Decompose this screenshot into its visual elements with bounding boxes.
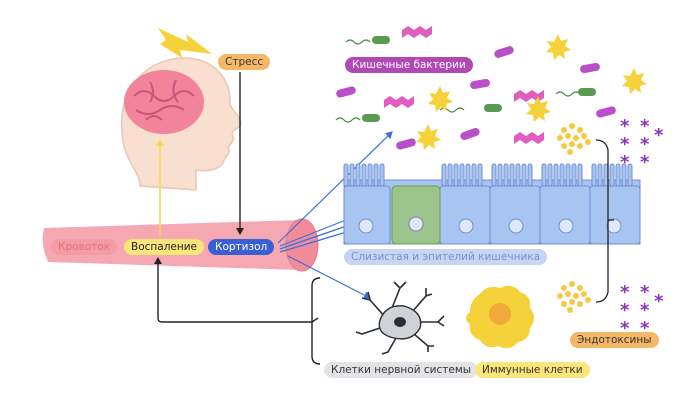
inflammation-label: Воспаление bbox=[124, 239, 205, 255]
immune-cells-label: Иммунные клетки bbox=[475, 362, 590, 378]
svg-text:*: * bbox=[640, 116, 650, 137]
svg-text:*: * bbox=[620, 318, 630, 339]
svg-text:*: * bbox=[620, 116, 630, 137]
neuron-icon bbox=[355, 281, 445, 355]
endotoxin-icon: ** *** ** ** *** ** bbox=[557, 116, 664, 339]
svg-text:*: * bbox=[640, 282, 650, 303]
svg-text:*: * bbox=[620, 134, 630, 155]
svg-text:*: * bbox=[640, 318, 650, 339]
epithelium-cells bbox=[343, 163, 641, 245]
svg-text:*: * bbox=[620, 282, 630, 303]
cortisol-label: Кортизол bbox=[208, 239, 275, 255]
mucosa-epithelium-label: Слизистая и эпителий кишечника bbox=[344, 249, 548, 265]
bacteria-purple bbox=[336, 46, 616, 150]
svg-text:*: * bbox=[620, 300, 630, 321]
bloodstream-label: Кровоток bbox=[51, 239, 118, 255]
svg-text:*: * bbox=[654, 291, 664, 312]
nerve-bracket bbox=[311, 277, 321, 365]
lightning-icon bbox=[158, 28, 212, 58]
bacteria-rods bbox=[335, 36, 596, 123]
svg-text:*: * bbox=[620, 152, 630, 173]
stress-label: Стресс bbox=[218, 54, 271, 70]
svg-text:*: * bbox=[640, 134, 650, 155]
svg-text:*: * bbox=[640, 152, 650, 173]
bacteria-pink bbox=[384, 26, 544, 144]
endotoxins-label: Эндотоксины bbox=[570, 332, 659, 348]
feedback-arrow bbox=[154, 257, 319, 323]
gut-bacteria-label: Кишечные бактерии bbox=[345, 57, 473, 73]
nervous-cells-label: Клетки нервной системы bbox=[324, 362, 479, 378]
immune-cell-icon bbox=[466, 285, 534, 349]
brain-icon bbox=[124, 70, 204, 134]
bacteria-yellow bbox=[416, 34, 647, 150]
svg-text:*: * bbox=[654, 125, 664, 146]
svg-text:*: * bbox=[640, 300, 650, 321]
